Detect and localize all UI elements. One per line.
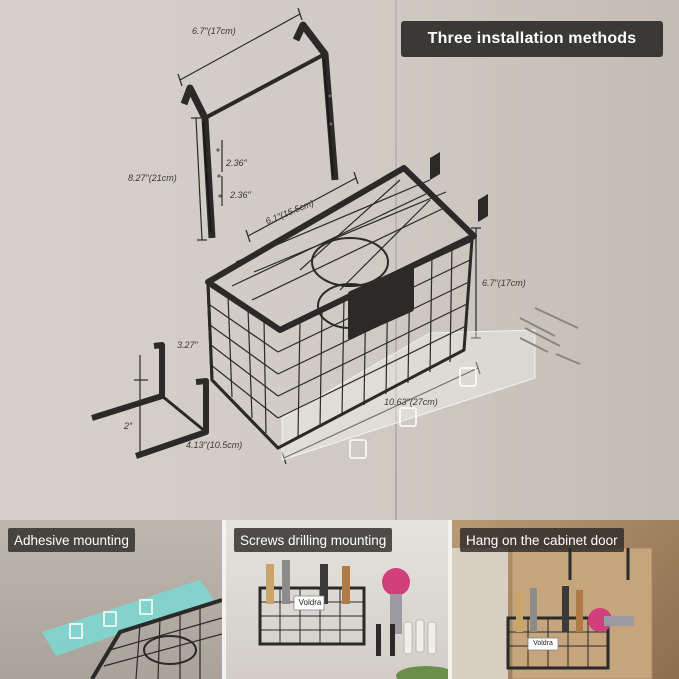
screws-kit — [519, 307, 581, 365]
panel-divider — [448, 520, 452, 679]
panel-adhesive: Adhesive mounting — [0, 520, 222, 679]
panel-screws: Voldra Screws drilling mounting — [226, 520, 448, 679]
label-plate — [348, 263, 414, 340]
wall-bracket — [91, 342, 209, 459]
adhesive-photo — [42, 580, 222, 679]
dim-hook-gap-bottom: 2.36″ — [230, 190, 251, 200]
dim-bracket-width: 2″ — [124, 421, 133, 431]
dim-hook-width: 6.7″(17cm) — [192, 26, 236, 36]
cabinet-photo — [452, 547, 653, 679]
method-label-cabinet: Hang on the cabinet door — [460, 528, 624, 552]
dim-bracket-depth: 3.27″ — [177, 340, 198, 350]
product-illustration — [91, 7, 581, 465]
brand-label-cabinet: Voldra — [533, 640, 553, 647]
page-title: Three installation methods — [401, 21, 663, 57]
dim-hook-height: 8.27″(21cm) — [128, 173, 177, 183]
dim-hook-gap-top: 2.36″ — [226, 158, 247, 168]
panel-cabinet: Voldra Hang on the cabinet door — [452, 520, 679, 679]
method-label-screws: Screws drilling mounting — [234, 528, 393, 552]
wire-basket — [205, 165, 477, 450]
dim-basket-depth: 4.13″(10.5cm) — [186, 440, 243, 450]
panel-divider — [222, 520, 226, 679]
over-door-hook — [180, 21, 339, 239]
dim-basket-length: 10.63″(27cm) — [384, 397, 438, 407]
adhesive-sheet — [281, 329, 536, 461]
wall-corner — [395, 0, 397, 520]
dim-basket-height: 6.7″(17cm) — [482, 278, 526, 288]
brand-label-screws: Voldra — [298, 598, 322, 607]
wall-hooks — [430, 152, 488, 222]
wall-background — [0, 0, 679, 520]
screws-photo — [258, 560, 448, 679]
method-label-adhesive: Adhesive mounting — [8, 528, 135, 552]
